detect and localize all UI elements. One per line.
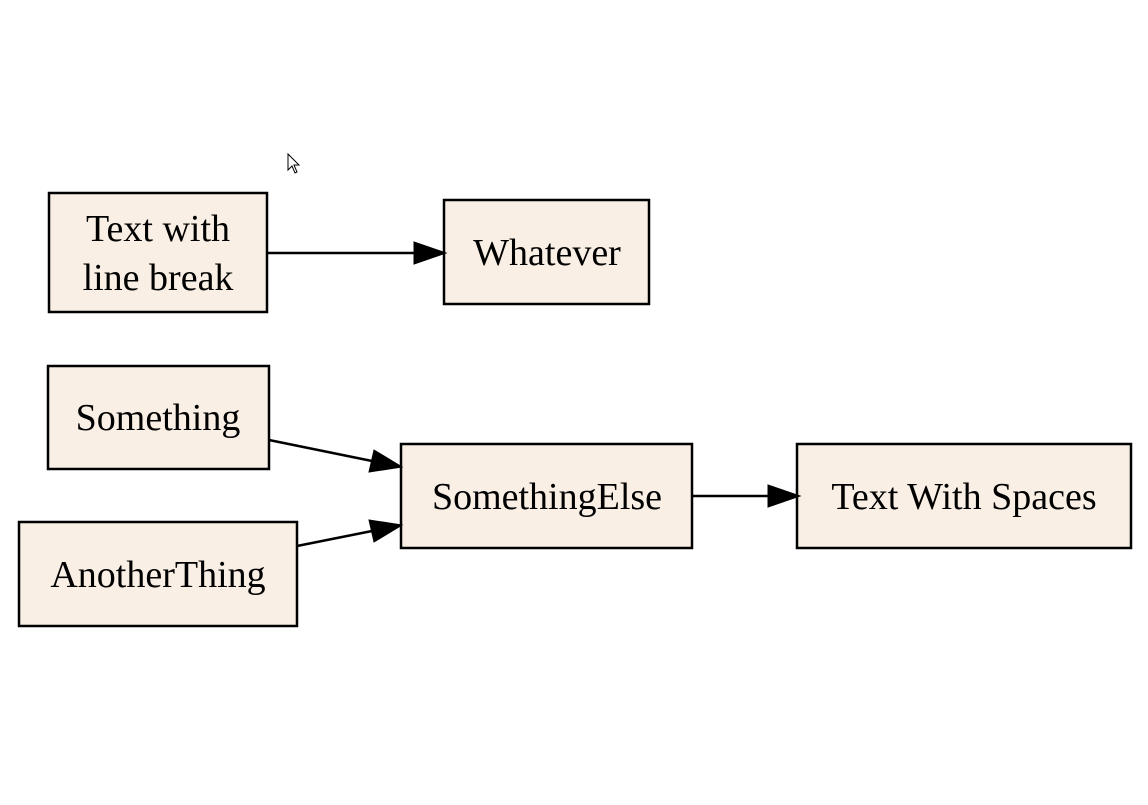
edge-text-with-line-break-to-whatever bbox=[267, 241, 448, 265]
arrowhead-icon bbox=[368, 449, 404, 473]
node-text-with-spaces[interactable]: Text With Spaces bbox=[795, 442, 1133, 550]
node-label-line-2: line break bbox=[83, 257, 234, 299]
edge-something-else-to-text-with-spaces bbox=[692, 484, 802, 508]
node-something[interactable]: Something bbox=[46, 364, 271, 471]
node-box bbox=[17, 520, 299, 628]
node-label: Text With Spaces bbox=[831, 476, 1096, 518]
edge-line bbox=[296, 529, 373, 548]
node-box bbox=[46, 364, 271, 471]
arrowhead-icon bbox=[368, 519, 404, 543]
edge-something-to-something-else bbox=[268, 438, 404, 473]
mouse-pointer-icon bbox=[287, 152, 301, 174]
node-box bbox=[47, 191, 269, 314]
node-text-with-line-break[interactable]: Text with line break bbox=[47, 191, 269, 314]
node-label-line-1: Text with bbox=[86, 208, 230, 250]
node-label: SomethingElse bbox=[432, 476, 662, 518]
node-another-thing[interactable]: AnotherThing bbox=[17, 520, 299, 628]
node-box bbox=[442, 198, 651, 306]
edge-another-thing-to-something-else bbox=[296, 519, 404, 548]
arrowhead-icon bbox=[413, 241, 448, 265]
arrowhead-icon bbox=[767, 484, 802, 508]
node-label: Something bbox=[76, 397, 241, 439]
node-box bbox=[399, 442, 694, 550]
node-whatever[interactable]: Whatever bbox=[442, 198, 651, 306]
node-label: AnotherThing bbox=[50, 554, 265, 596]
node-label: Whatever bbox=[473, 232, 621, 274]
edge-line bbox=[268, 438, 373, 463]
node-something-else[interactable]: SomethingElse bbox=[399, 442, 694, 550]
